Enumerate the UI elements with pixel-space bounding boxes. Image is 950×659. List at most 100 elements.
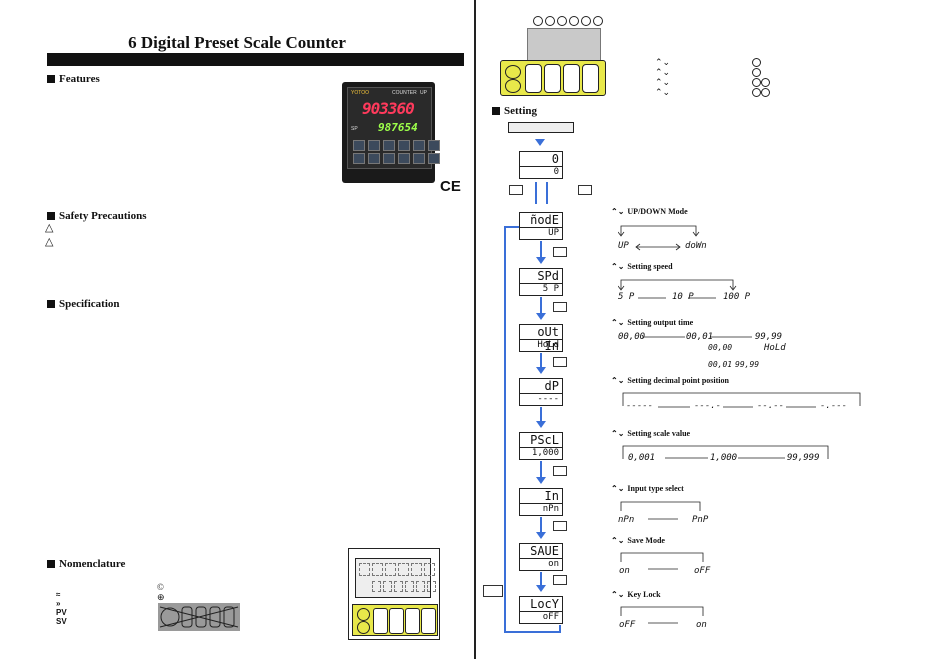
digit-key bbox=[389, 608, 404, 634]
option-value: ---.- bbox=[694, 401, 722, 411]
group-title: Setting decimal point position bbox=[627, 376, 729, 385]
digit-key bbox=[421, 608, 436, 634]
option-value: UP bbox=[618, 241, 629, 251]
key-strip-illustration bbox=[158, 603, 240, 631]
reset-key bbox=[505, 65, 521, 79]
step-key-box bbox=[553, 466, 567, 476]
nomenclature-heading: Nomenclature bbox=[47, 558, 125, 570]
updown-arrows-icon: ⌃⌄ bbox=[611, 207, 625, 216]
updown-arrows-icon: ⌃⌄ bbox=[611, 376, 625, 385]
nomenclature-label: Nomenclature bbox=[59, 558, 126, 570]
step-bottom: ---- bbox=[537, 394, 559, 404]
safety-heading: Safety Precautions bbox=[47, 210, 146, 222]
option-value: 100 P bbox=[723, 292, 751, 302]
group-key-lock: ⌃⌄Key Lock bbox=[611, 590, 661, 599]
square-bullet-icon bbox=[47, 300, 55, 308]
step-bottom: 5 P bbox=[542, 284, 559, 294]
step-key-box bbox=[553, 247, 567, 257]
lock-icon: ⊕ bbox=[157, 592, 165, 602]
key-legend-circles bbox=[752, 58, 770, 98]
start-display: 0 0 bbox=[519, 151, 563, 179]
option-value: 99,99 bbox=[735, 360, 760, 369]
specification-label: Specification bbox=[59, 298, 120, 310]
counter-label: COUNTER bbox=[392, 90, 417, 96]
indicator-circles bbox=[533, 16, 603, 26]
flow-arrow-icon bbox=[536, 477, 546, 484]
indicator-led bbox=[581, 16, 591, 26]
step-top: dP bbox=[520, 379, 562, 394]
group-title: Setting speed bbox=[627, 262, 673, 271]
photo-key bbox=[413, 153, 425, 164]
mode-key bbox=[357, 621, 370, 634]
page-divider bbox=[474, 0, 476, 659]
step-top: ñodE bbox=[520, 213, 562, 228]
sp-label: SP bbox=[351, 126, 358, 132]
pv-digits bbox=[359, 563, 435, 576]
features-heading: Features bbox=[47, 73, 100, 85]
loop-line bbox=[559, 625, 561, 633]
flow-line bbox=[540, 407, 542, 421]
flow-line bbox=[540, 241, 542, 257]
option-value: 00,01 bbox=[708, 360, 733, 369]
square-bullet-icon bbox=[47, 75, 55, 83]
step-bottom: on bbox=[548, 559, 559, 569]
photo-keys bbox=[353, 140, 440, 151]
photo-key bbox=[368, 140, 380, 151]
step-bottom: nPn bbox=[542, 504, 559, 514]
step-key-box bbox=[553, 575, 567, 585]
option-value: oFF bbox=[694, 566, 711, 576]
step-top: PScL bbox=[520, 433, 562, 448]
setting-heading: Setting bbox=[492, 105, 537, 117]
loop-line bbox=[504, 226, 506, 632]
photo-key bbox=[353, 153, 365, 164]
scale-diagram bbox=[622, 445, 829, 459]
flow-line bbox=[535, 182, 537, 204]
digit bbox=[416, 581, 425, 592]
down-key-legend: » bbox=[56, 599, 61, 608]
mode-key bbox=[505, 79, 521, 93]
group-scale: ⌃⌄Setting scale value bbox=[611, 429, 690, 438]
pv-legend: PV bbox=[56, 608, 67, 617]
updown-arrows-icon: ⌃⌄ bbox=[611, 484, 625, 493]
photo-key bbox=[413, 140, 425, 151]
step-key-box bbox=[553, 521, 567, 531]
front-panel-drawing bbox=[348, 548, 440, 640]
safety-label: Safety Precautions bbox=[59, 210, 147, 222]
speed-cycle-diagram bbox=[618, 279, 737, 299]
updown-arrows-icon: ⌃⌄ bbox=[655, 77, 671, 87]
circle-key-icon bbox=[752, 68, 761, 77]
warning-triangle-icon: △ bbox=[45, 222, 54, 234]
updown-arrows-icon: ⌃⌄ bbox=[611, 590, 625, 599]
digit-key bbox=[582, 64, 599, 93]
digit bbox=[372, 563, 383, 576]
flow-arrow-icon bbox=[536, 585, 546, 592]
digit bbox=[398, 563, 409, 576]
option-value: 1,000 bbox=[710, 453, 738, 463]
step-top: In bbox=[520, 489, 562, 504]
digit bbox=[372, 581, 381, 592]
step-key-box bbox=[553, 357, 567, 367]
digit bbox=[385, 563, 396, 576]
flow-arrow-icon bbox=[535, 139, 545, 146]
square-bullet-icon bbox=[47, 560, 55, 568]
option-value: 5 P bbox=[618, 292, 635, 302]
circle-key-icon bbox=[761, 88, 770, 97]
decimal-point-diagram bbox=[622, 392, 861, 408]
option-value: 0,001 bbox=[628, 453, 656, 463]
decimal-point-step: dP---- bbox=[519, 378, 563, 406]
group-updown: ⌃⌄UP/DOWN Mode bbox=[611, 207, 688, 216]
digit-key bbox=[544, 64, 561, 93]
option-value: 00,00 bbox=[708, 343, 733, 352]
step-bottom: HoLd bbox=[537, 340, 559, 350]
digit-key bbox=[373, 608, 388, 634]
crossed-keys-svg bbox=[159, 606, 239, 628]
group-speed: ⌃⌄Setting speed bbox=[611, 262, 673, 271]
mode-label: UP bbox=[420, 90, 427, 96]
reset-icon: © bbox=[157, 582, 164, 592]
photo-keys-row2 bbox=[353, 153, 440, 164]
updown-arrows-icon: ⌃⌄ bbox=[611, 536, 625, 545]
updown-arrows-icon: ⌃⌄ bbox=[655, 57, 671, 67]
